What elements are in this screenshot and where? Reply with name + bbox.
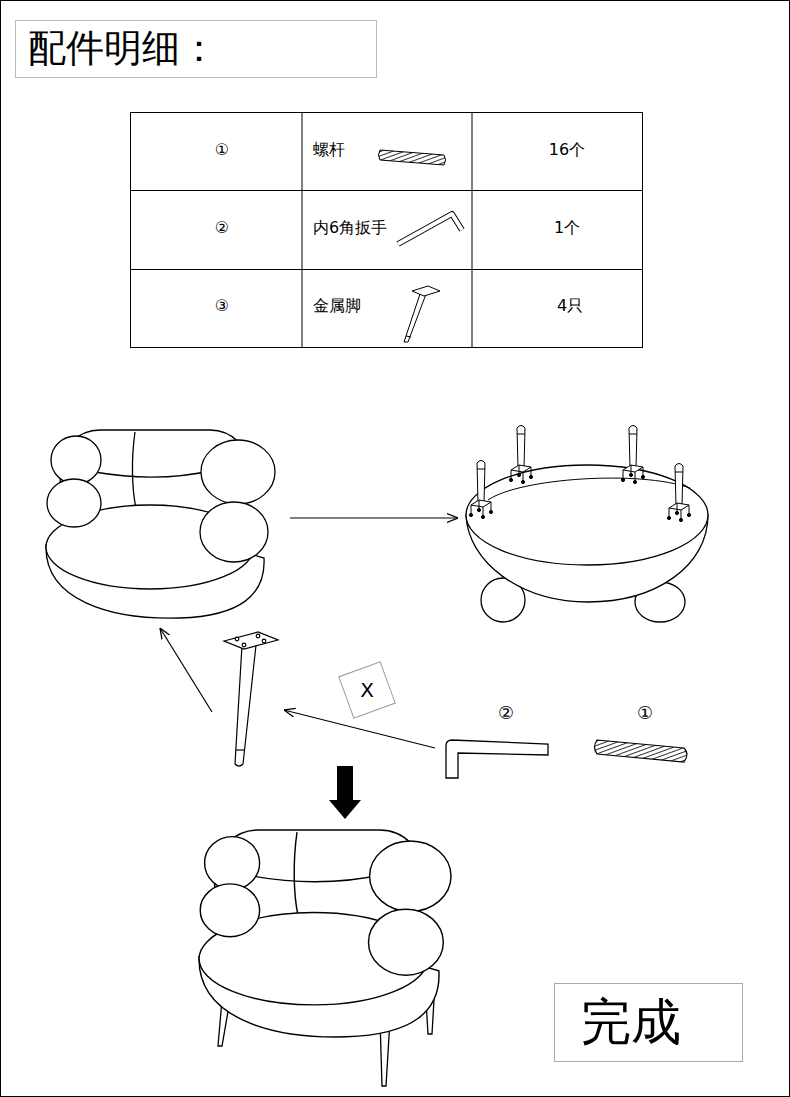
part-quantity: 16个 [549, 140, 585, 159]
title-text: 配件明细： [28, 26, 218, 72]
callout-number: ③ [215, 296, 229, 315]
hex-wrench [446, 740, 548, 778]
parts-table [130, 112, 643, 348]
chair-finished [199, 830, 451, 1086]
part-name: 内6角扳手 [313, 218, 387, 237]
table-rod-icon [379, 150, 446, 165]
quantity-box [339, 662, 395, 718]
finish-box: 完成 [554, 983, 743, 1062]
part-quantity: 4只 [557, 296, 583, 315]
callout-number: ② [498, 702, 514, 724]
table-leg-icon [404, 286, 440, 342]
table-wrench-icon [398, 214, 462, 244]
quantity-mark: X [360, 678, 374, 702]
part-name: 螺杆 [313, 140, 345, 159]
callout-number: ① [215, 140, 229, 159]
chair-upright [46, 430, 275, 618]
part-quantity: 1个 [554, 218, 580, 237]
threaded-rod [595, 740, 688, 762]
metal-leg [224, 632, 278, 766]
callout-number: ① [637, 702, 653, 724]
callout-number: ② [215, 218, 229, 237]
big-down-arrow [329, 766, 361, 819]
part-name: 金属脚 [313, 296, 361, 315]
node-text: 完成 [581, 995, 681, 1050]
chair-upside-down [466, 426, 708, 623]
step-arrows [160, 518, 458, 748]
